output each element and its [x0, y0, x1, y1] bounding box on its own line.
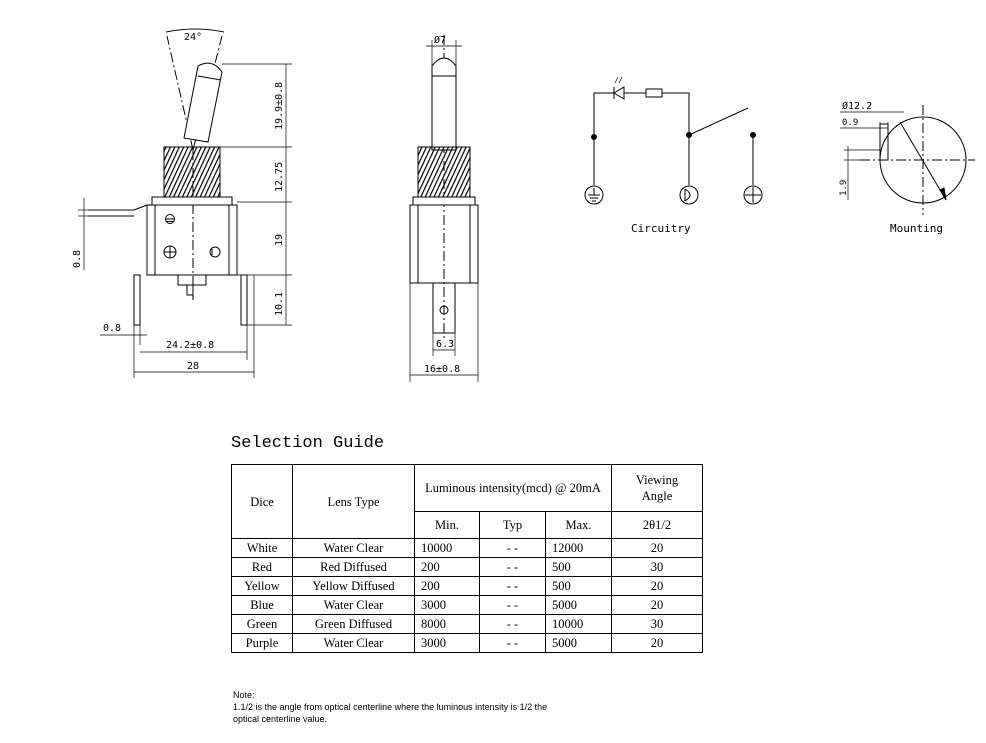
dim-hole-diameter: Ø12.2	[842, 100, 872, 112]
cell-angle: 20	[611, 538, 703, 558]
cell-min: 3000	[414, 633, 480, 653]
front-view	[78, 28, 292, 378]
dim-terminal-width: 0.8	[103, 323, 121, 334]
mounting-diagram	[840, 105, 975, 215]
dim-terminal-height: 10.1	[274, 292, 285, 316]
cell-min: 200	[414, 576, 480, 596]
circuit-diagram	[584, 76, 763, 205]
cell-max: 12000	[545, 538, 612, 558]
side-view	[409, 35, 479, 382]
cell-typ: - -	[479, 576, 546, 596]
cell-lens: Water Clear	[292, 633, 415, 653]
dim-terminal-span: 24.2±0.8	[166, 340, 214, 351]
dim-bushing-height: 12.75	[274, 162, 285, 192]
selection-guide-table: Dice Lens Type Luminous intensity(mcd) @…	[231, 464, 703, 653]
cell-dice: Green	[231, 614, 293, 634]
cell-dice: Blue	[231, 595, 293, 615]
table-row: Purple Water Clear 3000 - - 5000 20	[231, 633, 703, 653]
table-row: Green Green Diffused 8000 - - 10000 30	[231, 614, 703, 634]
header-lens-type: Lens Type	[292, 464, 415, 539]
circuit-label: Circuitry	[631, 222, 691, 235]
cell-min: 8000	[414, 614, 480, 634]
cell-min: 10000	[414, 538, 480, 558]
cell-dice: Purple	[231, 633, 293, 653]
table-row: White Water Clear 10000 - - 12000 20	[231, 538, 703, 558]
cell-angle: 20	[611, 576, 703, 596]
dim-side-body-width: 16±0.8	[424, 364, 460, 375]
dim-key-width: 0.9	[842, 118, 858, 128]
cell-max: 5000	[545, 595, 612, 615]
mounting-label: Mounting	[890, 222, 943, 235]
table-header-row: Dice Lens Type Luminous intensity(mcd) @…	[231, 464, 703, 539]
table-row: Red Red Diffused 200 - - 500 30	[231, 557, 703, 577]
technical-drawing: 24° 19.9±0.8 12.75 19 10.1 0.8 0.8 24.2±…	[72, 28, 975, 382]
notes-line: optical centerline value.	[233, 714, 328, 724]
cell-angle: 30	[611, 557, 703, 577]
cell-typ: - -	[479, 614, 546, 634]
cell-typ: - -	[479, 595, 546, 615]
table-row: Blue Water Clear 3000 - - 5000 20	[231, 595, 703, 615]
header-viewing-angle: Viewing Angle	[611, 464, 703, 512]
notes: Note: 1.1/2 is the angle from optical ce…	[233, 689, 753, 725]
cell-angle: 20	[611, 595, 703, 615]
cell-lens: Red Diffused	[292, 557, 415, 577]
cell-typ: - -	[479, 557, 546, 577]
table-row: Yellow Yellow Diffused 200 - - 500 20	[231, 576, 703, 596]
cell-lens: Water Clear	[292, 538, 415, 558]
header-typ: Typ	[479, 511, 546, 539]
header-theta: 2θ1/2	[611, 511, 703, 539]
cell-max: 500	[545, 557, 612, 577]
dim-key-depth: 1.9	[839, 180, 849, 196]
cell-min: 3000	[414, 595, 480, 615]
cell-dice: Yellow	[231, 576, 293, 596]
cell-max: 5000	[545, 633, 612, 653]
header-max: Max.	[545, 511, 612, 539]
dim-side-terminal-width: 6.3	[436, 339, 454, 350]
header-luminous-intensity: Luminous intensity(mcd) @ 20mA	[414, 464, 612, 512]
cell-lens: Green Diffused	[292, 614, 415, 634]
dim-body-width: 28	[187, 361, 199, 372]
cell-max: 500	[545, 576, 612, 596]
cell-min: 200	[414, 557, 480, 577]
cell-lens: Yellow Diffused	[292, 576, 415, 596]
dim-body-height: 19	[274, 234, 285, 246]
cell-dice: White	[231, 538, 293, 558]
cell-dice: Red	[231, 557, 293, 577]
dim-terminal-thickness: 0.8	[72, 250, 83, 268]
table-subheader-row: Min. Typ Max. 2θ1/2	[232, 511, 703, 539]
cell-angle: 20	[611, 633, 703, 653]
notes-heading: Note:	[233, 690, 255, 700]
header-min: Min.	[414, 511, 480, 539]
dim-lever-height: 19.9±0.8	[274, 82, 285, 130]
cell-lens: Water Clear	[292, 595, 415, 615]
notes-line: 1.1/2 is the angle from optical centerli…	[233, 702, 548, 712]
cell-typ: - -	[479, 633, 546, 653]
dim-cap-diameter: Ø7	[434, 34, 446, 46]
dim-angle: 24°	[184, 32, 202, 43]
cell-max: 10000	[545, 614, 612, 634]
selection-guide-title: Selection Guide	[231, 434, 385, 453]
cell-angle: 30	[611, 614, 703, 634]
header-dice: Dice	[231, 464, 293, 539]
cell-typ: - -	[479, 538, 546, 558]
